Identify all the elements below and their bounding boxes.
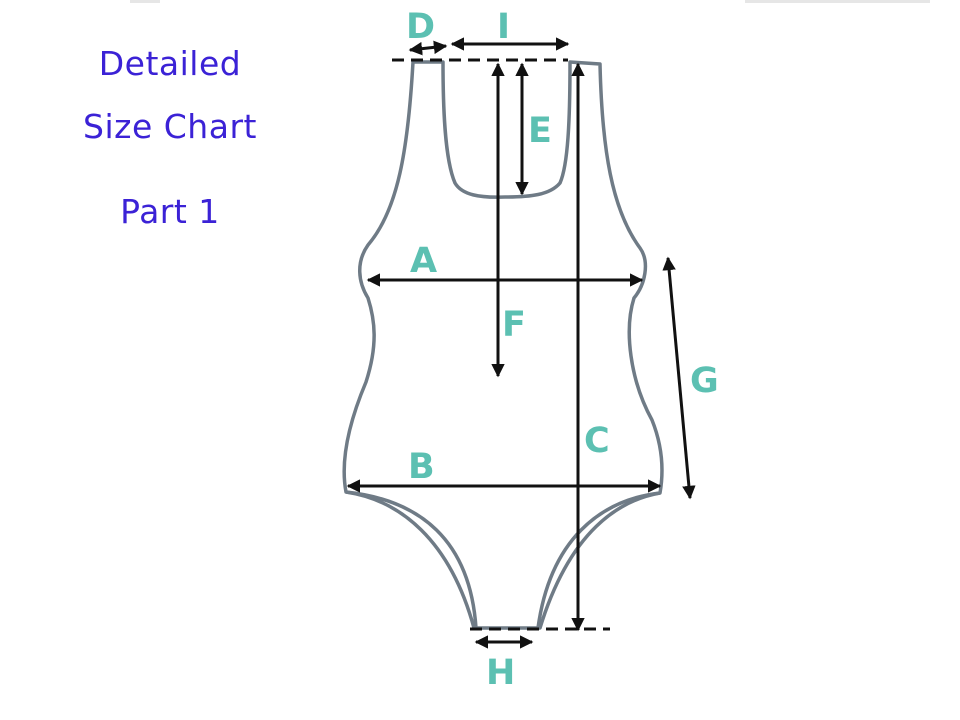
- label-e: E: [528, 111, 552, 151]
- label-f: F: [502, 305, 526, 345]
- arrow-d: [408, 40, 448, 56]
- label-h: H: [486, 653, 515, 693]
- label-c: C: [584, 421, 610, 461]
- bodysuit-outline: [342, 60, 664, 630]
- top-edge-left: [130, 0, 160, 3]
- caption-detailed: Detailed: [98, 44, 242, 83]
- label-d: D: [406, 7, 435, 47]
- label-g: G: [690, 361, 719, 401]
- label-a: A: [410, 241, 437, 281]
- left-leg-opening: [345, 490, 478, 629]
- caption-size-chart: Size Chart: [83, 107, 257, 146]
- arrow-g: [662, 256, 696, 500]
- top-edge-right: [745, 0, 930, 3]
- caption-part-1: Part 1: [120, 192, 220, 231]
- label-i: I: [497, 7, 510, 47]
- label-b: B: [408, 447, 435, 487]
